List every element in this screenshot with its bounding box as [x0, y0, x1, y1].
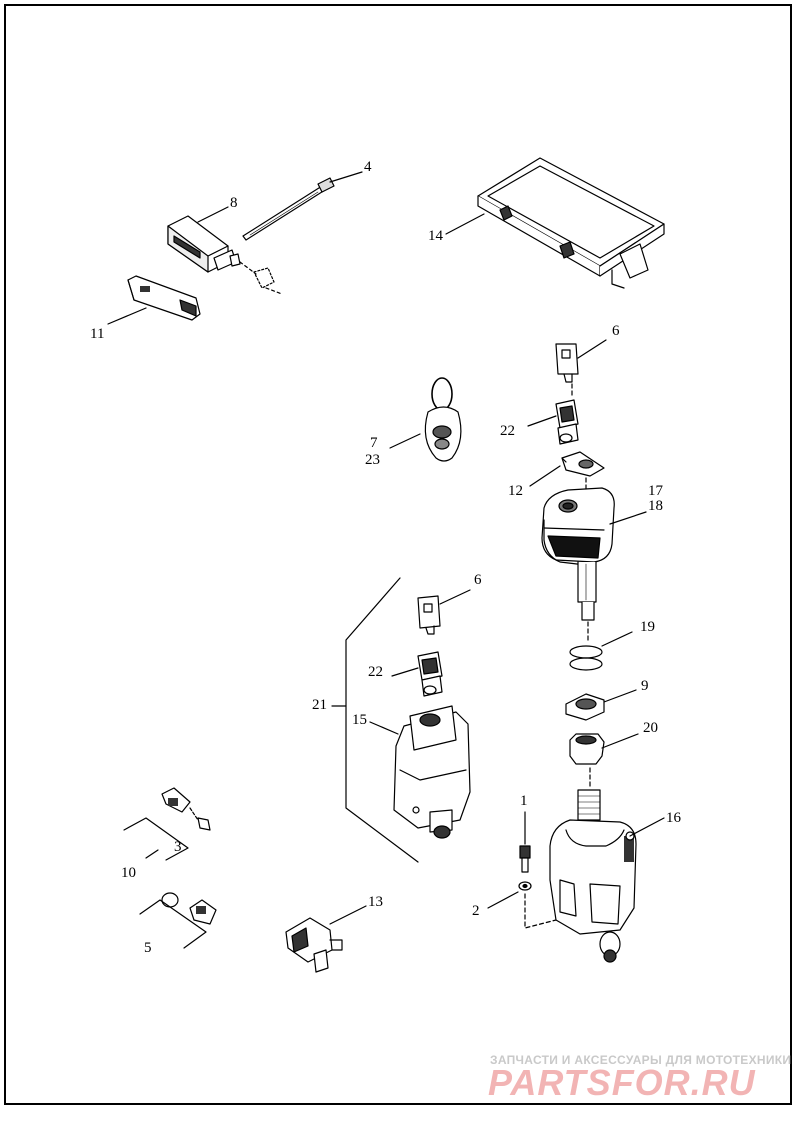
part-key-lower: [417, 651, 443, 697]
part-switch-body: [549, 789, 637, 963]
callout-5: 5: [144, 940, 152, 956]
callout-18: 18: [648, 498, 663, 514]
part-ecu-module: [477, 157, 665, 289]
leader-12: [529, 465, 561, 487]
part-screw: [519, 845, 531, 873]
callout-13: 13: [368, 894, 383, 910]
callout-6-top: 6: [612, 323, 620, 339]
callout-8: 8: [230, 195, 238, 211]
callout-12: 12: [508, 483, 523, 499]
callout-6-lower: 6: [474, 572, 482, 588]
callout-15: 15: [352, 712, 367, 728]
part-plug-oring: [161, 892, 217, 925]
leader-10: [145, 849, 159, 859]
callout-23: 23: [365, 452, 380, 468]
part-key-blank-top: [555, 343, 579, 383]
part-key-blank-lower: [417, 595, 441, 635]
callout-14: 14: [428, 228, 443, 244]
callout-22-lower: 22: [368, 664, 383, 680]
callout-22-top: 22: [500, 423, 515, 439]
part-o-rings: [569, 645, 603, 671]
leader-6-top: [577, 339, 607, 359]
callout-20: 20: [643, 720, 658, 736]
leader-2: [487, 891, 519, 909]
leader-8: [197, 206, 229, 223]
callout-7: 7: [370, 435, 378, 451]
leader-22-top: [527, 415, 557, 427]
leader-9: [603, 689, 637, 703]
leader-16: [629, 817, 665, 837]
diagram-frame: [4, 4, 792, 1105]
callout-3: 3: [174, 839, 182, 855]
part-key-top: [555, 399, 579, 445]
axis-line-e: [524, 893, 557, 929]
watermark-tagline: ЗАПЧАСТИ И АКСЕССУАРЫ ДЛЯ МОТОТЕХНИКИ: [490, 1053, 792, 1067]
part-module-connector: [167, 215, 283, 295]
callout-17: 17: [648, 483, 663, 499]
callout-19: 19: [640, 619, 655, 635]
callout-9: 9: [641, 678, 649, 694]
callout-11: 11: [90, 326, 105, 342]
part-switch: [285, 917, 343, 973]
part-washer: [518, 881, 532, 891]
part-sleeve: [569, 733, 605, 765]
callout-21: 21: [312, 697, 327, 713]
leader-20: [601, 733, 639, 749]
callout-4: 4: [364, 159, 372, 175]
part-lock-plate: [561, 451, 605, 477]
part-lock-housing: [393, 705, 471, 839]
leader-4: [329, 171, 363, 183]
leader-19: [601, 631, 633, 647]
part-nut: [565, 693, 605, 721]
leader-17-18: [609, 511, 647, 525]
part-clip: [127, 275, 201, 321]
leader-11: [107, 307, 147, 325]
leader-14: [445, 213, 485, 235]
bracket-21: [345, 577, 419, 863]
part-ignition-housing: [541, 487, 615, 621]
part-key-fob: [424, 377, 462, 462]
callout-10: 10: [121, 865, 136, 881]
leader-13: [329, 905, 367, 925]
watermark-logo: PARTSFOR.RU: [488, 1062, 756, 1103]
leader-7-23: [389, 433, 421, 449]
callout-2: 2: [472, 903, 480, 919]
leader-22-lower: [391, 667, 419, 677]
leader-15: [369, 721, 399, 735]
callout-16: 16: [666, 810, 681, 826]
part-cable-tie: [242, 177, 335, 241]
bracket-5: [139, 899, 207, 949]
part-sensor: [161, 787, 211, 831]
leader-6-lower: [439, 589, 471, 605]
callout-1: 1: [520, 793, 528, 809]
bracket-10: [123, 817, 189, 861]
